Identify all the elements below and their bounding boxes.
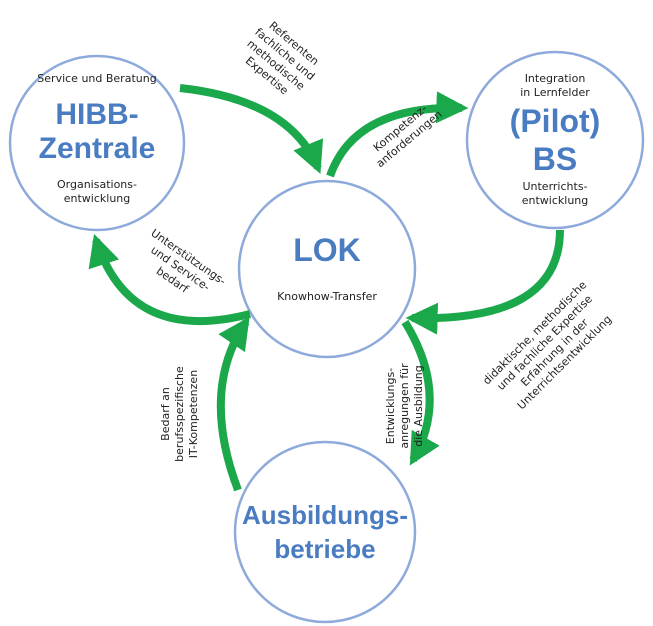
arrow-lok-to-hibb bbox=[88, 233, 251, 325]
hibb-title: HIBB-Zentrale bbox=[38, 98, 156, 165]
pilot-bs-circle bbox=[465, 50, 645, 230]
hibb-organisation-label: Organisations-entwicklung bbox=[57, 178, 137, 205]
arrow-hibb-to-lok bbox=[179, 84, 324, 174]
arrow-betriebe-to-lok bbox=[216, 316, 250, 492]
pilot-bs-title: (Pilot)BS bbox=[509, 103, 601, 177]
lok-circle bbox=[237, 179, 417, 359]
pilot-unterricht-label: Unterrichts-entwicklung bbox=[521, 180, 589, 207]
arrow-lok-to-pilot bbox=[326, 91, 469, 178]
lok-subtitle: Knowhow-Transfer bbox=[277, 290, 377, 303]
hibb-circle bbox=[8, 54, 186, 232]
arrow-pilot-to-lok bbox=[405, 229, 564, 335]
hibb-service-label: Service und Beratung bbox=[37, 72, 157, 85]
betriebe-circle bbox=[233, 440, 417, 624]
lok-title: LOK bbox=[293, 232, 361, 268]
arrow-lok-to-betriebe bbox=[401, 319, 440, 466]
betriebe-title: Ausbildungs-betriebe bbox=[241, 500, 409, 564]
